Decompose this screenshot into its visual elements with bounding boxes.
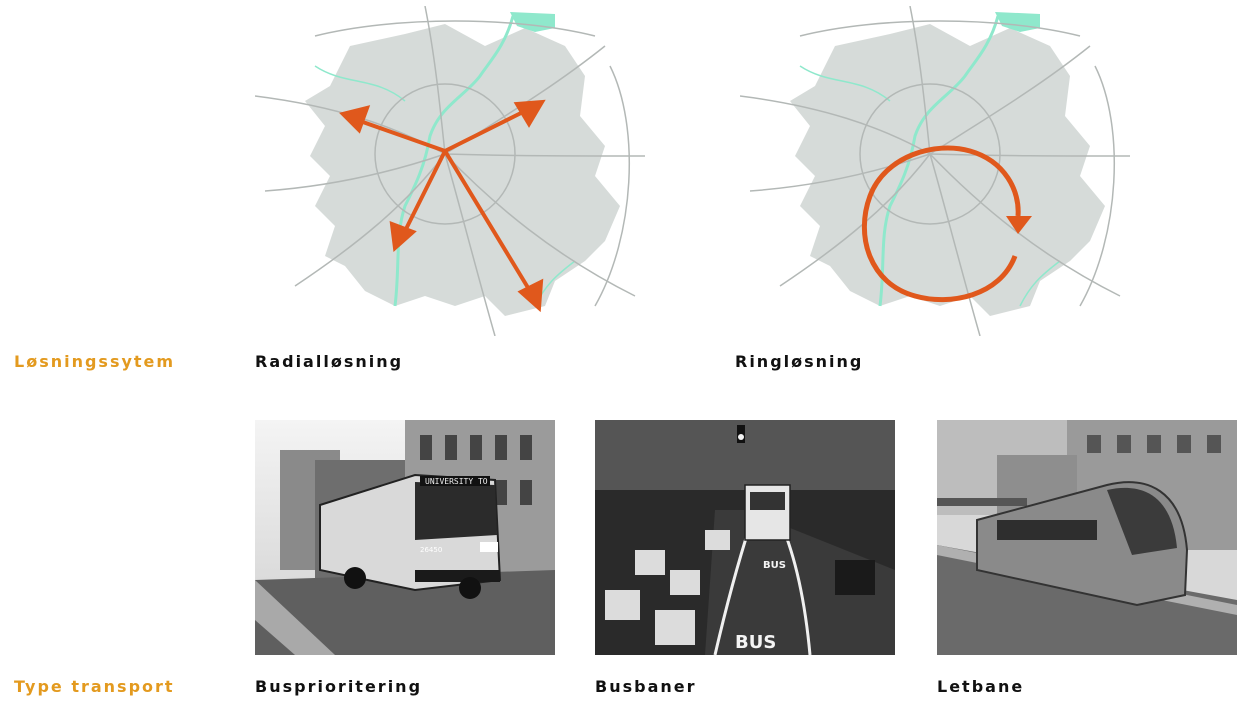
bus-priority-illustration: UNIVERSITY TO 26450: [255, 420, 555, 655]
roads: [255, 6, 646, 336]
radial-map: [255, 6, 655, 336]
ring-arrow-icon: [861, 145, 1021, 303]
radial-arrows-icon: [339, 99, 546, 313]
bus-lanes-illustration: BUS BUS: [595, 420, 895, 655]
city-area: [305, 24, 620, 316]
road-marking-bus-1: BUS: [735, 632, 776, 653]
ring-map-svg: [740, 6, 1131, 336]
road-marking-bus-2: BUS: [763, 560, 786, 571]
row-label-solution-system: Løsningssytem: [14, 352, 176, 371]
stream: [799, 65, 1061, 307]
bus-destination-sign: UNIVERSITY TO: [425, 477, 488, 486]
caption-radial: Radialløsning: [255, 352, 404, 371]
lake: [995, 12, 1040, 32]
ring-arrowhead-icon: [1006, 216, 1032, 234]
bus-icon: [319, 473, 502, 599]
light-rail-illustration: [937, 420, 1237, 655]
caption-ring: Ringløsning: [735, 352, 864, 371]
lake: [510, 12, 555, 32]
bus-number: 26450: [420, 546, 442, 554]
caption-light-rail: Letbane: [937, 677, 1025, 696]
photo-bus-priority: UNIVERSITY TO 26450: [255, 420, 555, 655]
caption-bus-lanes: Busbaner: [595, 677, 697, 696]
row-label-transport-type: Type transport: [14, 677, 175, 696]
radial-map-svg: [255, 6, 646, 336]
caption-bus-priority: Busprioritering: [255, 677, 423, 696]
photo-light-rail: [937, 420, 1237, 655]
photo-bus-lanes: BUS BUS: [595, 420, 895, 655]
river: [878, 15, 1000, 307]
city-area: [790, 24, 1105, 316]
bus-icon: [744, 484, 791, 541]
ring-map: [740, 6, 1140, 336]
tram-icon: [976, 481, 1189, 607]
